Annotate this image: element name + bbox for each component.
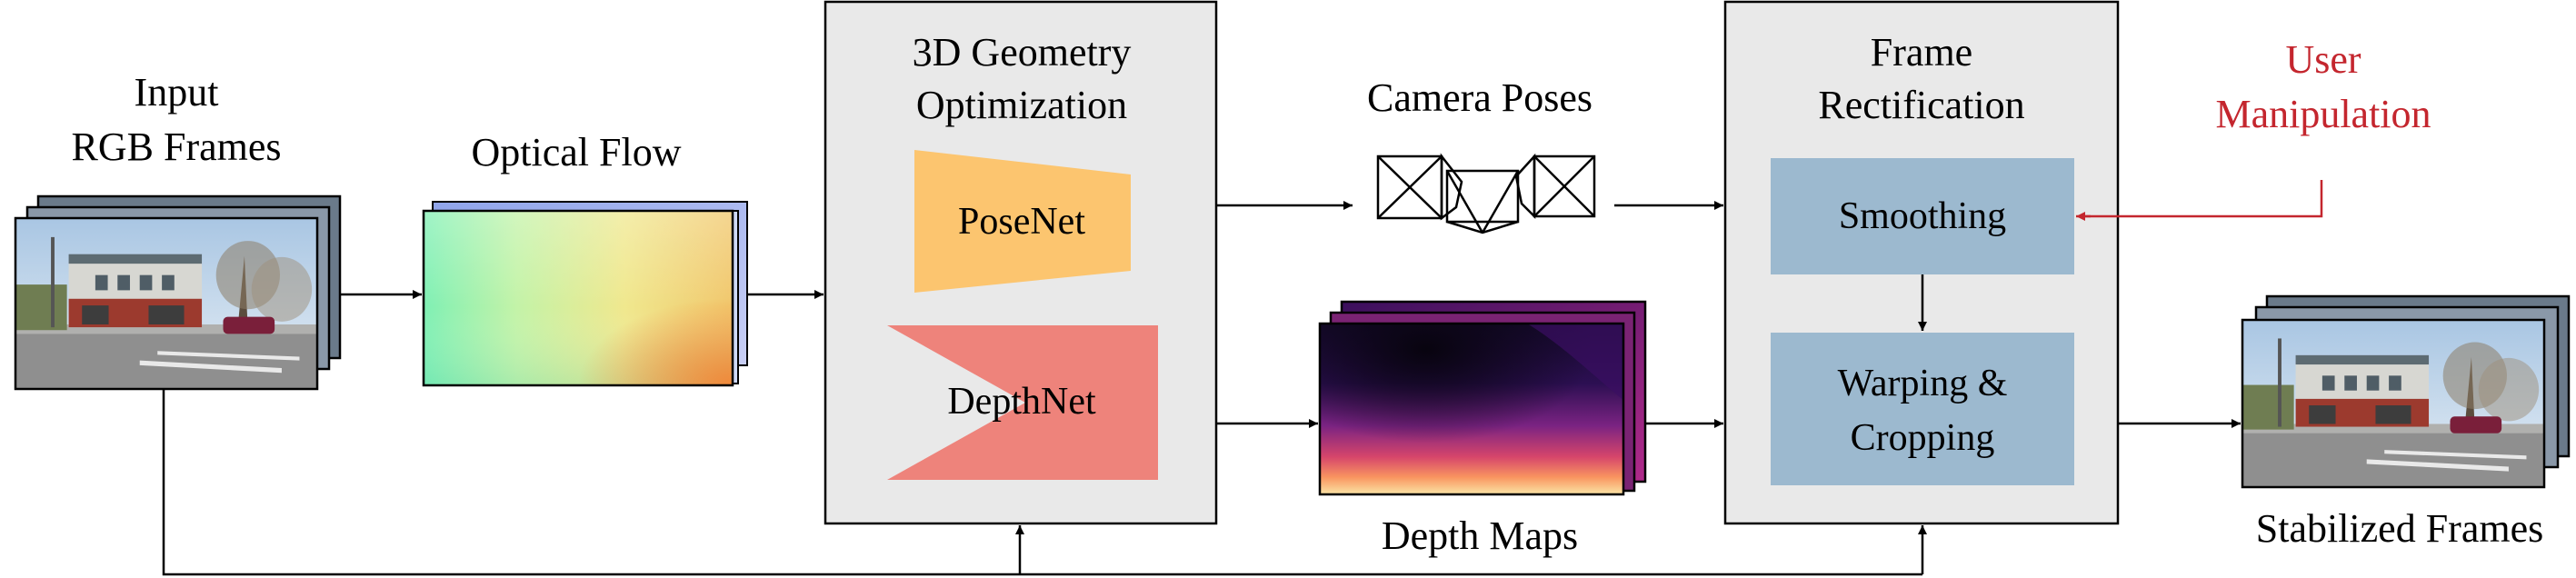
- user-label-line1: User: [2285, 37, 2361, 82]
- rectification-title-line1: Frame: [1870, 30, 1973, 75]
- flow-arrows: [162, 201, 2241, 576]
- posenet-label: PoseNet: [958, 201, 1085, 243]
- smoothing-block: [1771, 158, 2074, 274]
- user-label-line2: Manipulation: [2215, 92, 2431, 136]
- smoothing-label: Smoothing: [1838, 195, 2007, 237]
- geometry-title-line2: Optimization: [915, 83, 1128, 127]
- optical-flow-label: Optical Flow: [471, 130, 682, 174]
- optical-flow-images: [422, 201, 748, 387]
- warping-block: [1771, 333, 2074, 485]
- depthnet-block: [887, 325, 1158, 480]
- depth-maps-images: [1318, 300, 1647, 496]
- depthnet-label: DepthNet: [947, 381, 1096, 423]
- stabilized-frames-stack: [2241, 294, 2571, 489]
- warping-label-line2: Cropping: [1850, 417, 1995, 459]
- camera-poses-icons: [1376, 153, 1596, 234]
- posenet-block: [914, 150, 1131, 293]
- stabilized-frame-photo: [2242, 320, 2544, 487]
- input-frame-photo: [15, 218, 317, 389]
- input-label-line2: RGB Frames: [71, 125, 282, 169]
- input-label-line1: Input: [134, 70, 219, 115]
- geometry-title-line1: 3D Geometry: [912, 30, 1132, 75]
- input-frames-stack: [14, 194, 342, 391]
- user-manipulation-arrow: [2076, 180, 2323, 221]
- rectification-title-line2: Rectification: [1818, 83, 2025, 127]
- warping-label-line1: Warping &: [1837, 363, 2008, 404]
- depth-maps-label: Depth Maps: [1381, 513, 1579, 558]
- stabilized-frames-label: Stabilized Frames: [2255, 506, 2544, 551]
- camera-poses-label: Camera Poses: [1366, 75, 1593, 120]
